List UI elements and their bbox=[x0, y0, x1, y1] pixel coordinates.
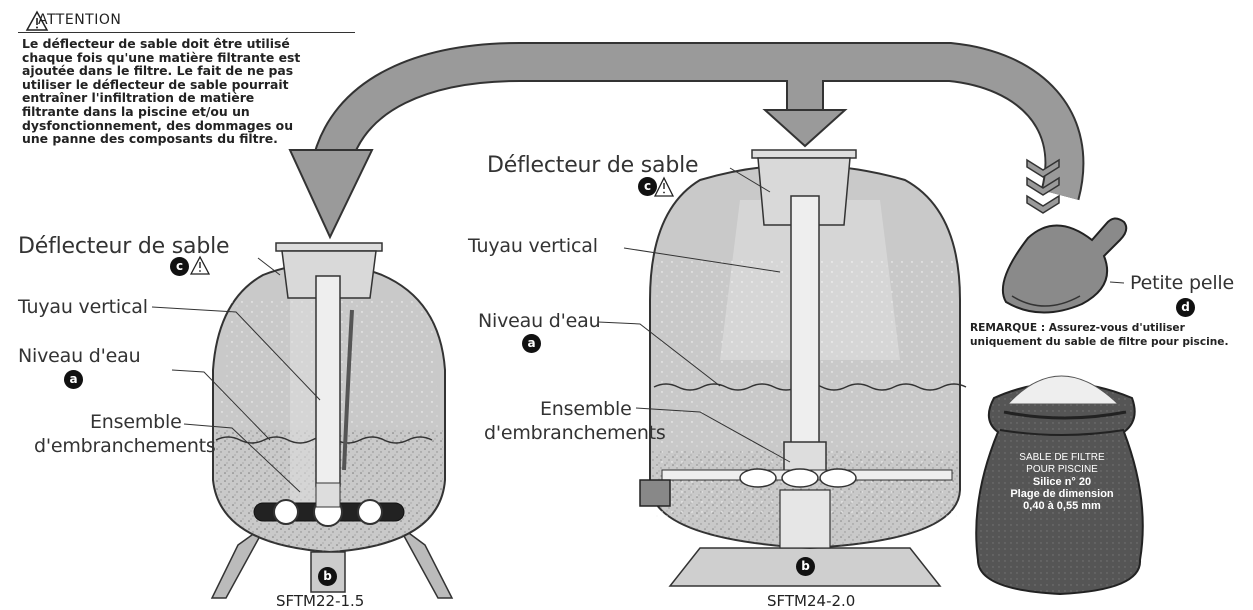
note-text: REMARQUE : Assurez-vous d'utiliser uniqu… bbox=[970, 322, 1229, 348]
left-manifold-label-1: Ensemble bbox=[90, 411, 182, 433]
scoop-label: Petite pelle bbox=[1130, 272, 1234, 294]
arrow-down-icon bbox=[762, 109, 848, 148]
sand-bag-icon bbox=[975, 375, 1144, 596]
left-deflector-badge: c bbox=[170, 257, 189, 276]
scoop-badge: d bbox=[1176, 298, 1195, 317]
warning-icon bbox=[653, 176, 675, 197]
left-water-label: Niveau d'eau bbox=[18, 345, 141, 367]
left-filter-tank bbox=[151, 242, 454, 599]
right-water-label: Niveau d'eau bbox=[478, 310, 601, 332]
right-model-label: SFTM24-2.0 bbox=[767, 592, 856, 610]
attention-title: ATTENTION bbox=[38, 12, 122, 28]
left-model-label: SFTM22-1.5 bbox=[276, 592, 365, 610]
bag-line-3: Silice n° 20 bbox=[1032, 476, 1092, 488]
right-deflector-badge: c bbox=[638, 177, 657, 196]
left-manifold-label-2: d'embranchements bbox=[34, 435, 216, 457]
bag-line-1: SABLE DE FILTRE bbox=[1019, 452, 1105, 463]
right-deflector-label: Déflecteur de sable bbox=[487, 153, 699, 178]
warning-icon bbox=[25, 10, 49, 31]
right-manifold-label-2: d'embranchements bbox=[484, 422, 666, 444]
attention-divider bbox=[18, 32, 355, 33]
bag-line-4: Plage de dimension bbox=[1010, 488, 1114, 500]
right-filter-tank bbox=[597, 149, 967, 587]
right-manifold-label-1: Ensemble bbox=[540, 398, 632, 420]
arrow-down-icon bbox=[288, 149, 374, 240]
right-drain-badge: b bbox=[796, 557, 815, 576]
right-water-badge: a bbox=[522, 334, 541, 353]
bag-line-2: POUR PISCINE bbox=[1026, 464, 1098, 475]
flow-arrow bbox=[288, 42, 1085, 240]
left-drain-badge: b bbox=[318, 567, 337, 586]
bag-label: SABLE DE FILTRE POUR PISCINE Silice n° 2… bbox=[992, 452, 1132, 512]
left-water-badge: a bbox=[64, 370, 83, 389]
left-pipe-label: Tuyau vertical bbox=[18, 296, 148, 318]
right-pipe-label: Tuyau vertical bbox=[468, 235, 598, 257]
chevron-down-icon bbox=[1026, 158, 1060, 214]
scoop-icon bbox=[1001, 217, 1128, 314]
warning-icon bbox=[189, 255, 211, 275]
bag-line-5: 0,40 à 0,55 mm bbox=[1023, 500, 1101, 512]
attention-body: Le déflecteur de sable doit être utilisé… bbox=[22, 36, 301, 147]
left-deflector-label: Déflecteur de sable bbox=[18, 234, 230, 259]
